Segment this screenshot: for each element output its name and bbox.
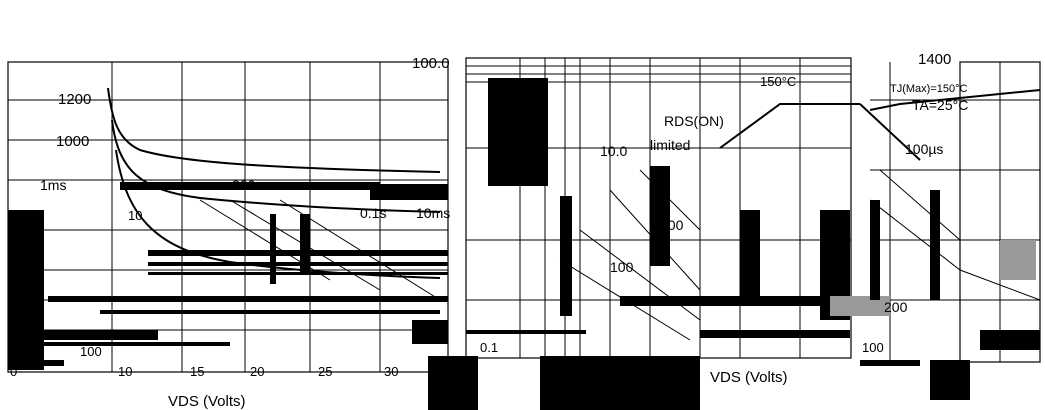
cap-x-tick-15: 15	[190, 364, 204, 379]
cap-x-axis-label: VDS (Volts)	[168, 393, 246, 410]
power-annot-ta: TA=25°C	[912, 97, 968, 113]
soa-annot-rdson: RDS(ON)	[664, 113, 724, 129]
cap-curves	[107, 87, 441, 301]
power-curves	[869, 89, 1041, 301]
capacitance-chart: 1200 1000 1ms 800 10 100 0 10 15 20 25 3…	[7, 61, 449, 410]
soa-dc-line	[559, 259, 691, 341]
cap-y-tick-1200: 1200	[58, 91, 91, 108]
soa-10ms-line	[609, 189, 701, 291]
cap-annot-1ms: 1ms	[40, 177, 66, 193]
power-chart: 1400 TJ(Max)=150°C TA=25°C 100µs 200 100…	[710, 51, 1041, 400]
cap-diag-3	[279, 199, 441, 301]
power-curve-mid	[869, 199, 1041, 301]
power-curve-top	[869, 89, 1041, 111]
soa-1ms-line	[639, 169, 701, 231]
soa-annot-01s: 0.1s	[360, 205, 386, 221]
soa-tick-100: 100	[610, 259, 634, 275]
power-tick-200: 200	[884, 299, 908, 315]
soa-curves	[559, 103, 921, 341]
soa-scan-noise	[428, 78, 850, 410]
soa-y-tick-10: 10.0	[600, 143, 627, 159]
cap-y-tick-1000: 1000	[56, 133, 89, 150]
cap-annot-10: 10	[128, 208, 142, 223]
coss-curve	[111, 119, 441, 213]
power-annot-tjmax: TJ(Max)=150°C	[890, 83, 968, 95]
soa-01s-line	[579, 229, 701, 321]
cap-x-tick-10: 10	[118, 364, 132, 379]
ciss-curve	[107, 87, 441, 173]
soa-annot-dc: DC	[628, 293, 648, 309]
cap-x-tick-20: 20	[250, 364, 264, 379]
cap-x-tick-30: 30	[384, 364, 398, 379]
power-diag-1	[879, 169, 961, 241]
soa-annot-limited: limited	[650, 137, 690, 153]
soa-rds-limit-line	[719, 103, 860, 149]
cap-tick-800: 800	[232, 177, 256, 193]
cap-diag-2	[229, 199, 381, 291]
soa-annot-10ms: 10ms	[416, 205, 450, 221]
soa-annot-150c: 150°C	[760, 74, 796, 89]
cap-x-tick-25: 25	[318, 364, 332, 379]
power-tick-100: 100	[862, 340, 884, 355]
crss-curve	[115, 149, 441, 279]
cap-tick-100: 100	[80, 344, 102, 359]
power-annot-100us: 100µs	[905, 141, 943, 157]
cap-x-tick-0: 0	[10, 364, 17, 379]
power-scan-noise	[830, 190, 1040, 400]
power-y-tick-1400: 1400	[918, 51, 951, 68]
soa-x-tick-01: 0.1	[480, 340, 498, 355]
soa-y-tick-100: 100.0	[412, 55, 450, 72]
soa-chart: 100.0 10.0 150°C RDS(ON) limited 0.1s 10…	[360, 55, 921, 410]
cap-diag-1	[199, 199, 331, 281]
power-x-axis-label: VDS (Volts)	[710, 369, 788, 386]
soa-tick-600: 600	[660, 217, 684, 233]
cap-scan-noise	[8, 182, 448, 370]
